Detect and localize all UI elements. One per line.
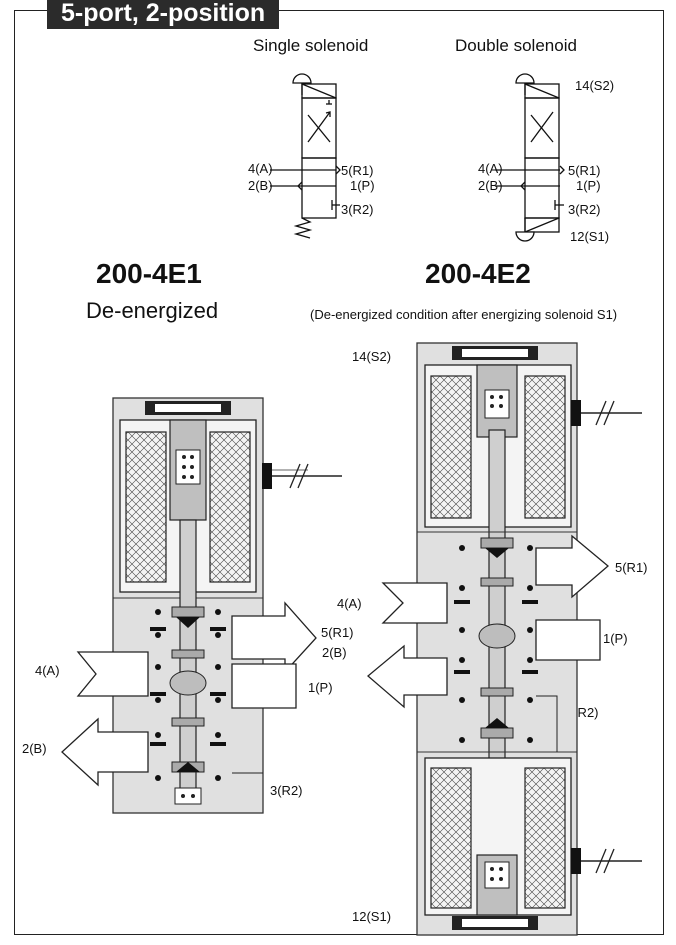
right-valve-cutaway bbox=[366, 342, 642, 936]
left-valve-cutaway bbox=[61, 397, 342, 814]
single-solenoid-symbol bbox=[270, 73, 341, 239]
single-port-p: 1(P) bbox=[350, 178, 375, 193]
left-port-b: 2(B) bbox=[22, 741, 47, 756]
double-port-r1: 5(R1) bbox=[568, 163, 601, 178]
right-port-r1: 5(R1) bbox=[615, 560, 648, 575]
double-port-a: 4(A) bbox=[478, 161, 503, 176]
double-port-s1: 12(S1) bbox=[570, 229, 610, 244]
left-port-a: 4(A) bbox=[35, 663, 60, 678]
right-port-p: 1(P) bbox=[603, 631, 628, 646]
double-port-r2: 3(R2) bbox=[568, 202, 601, 217]
right-state-label: (De-energized condition after energizing… bbox=[310, 307, 618, 322]
left-port-p: 1(P) bbox=[308, 680, 333, 695]
double-port-s2: 14(S2) bbox=[575, 78, 615, 93]
right-port-s2: 14(S2) bbox=[352, 349, 392, 364]
double-port-p: 1(P) bbox=[576, 178, 601, 193]
diagram-frame: 5-port, 2-position bbox=[14, 0, 664, 935]
left-port-r2: 3(R2) bbox=[270, 783, 303, 798]
left-port-r1: 5(R1) bbox=[321, 625, 354, 640]
double-solenoid-symbol bbox=[495, 73, 565, 242]
left-state-label: De-energized bbox=[86, 298, 219, 323]
single-port-r1: 5(R1) bbox=[341, 163, 374, 178]
single-port-b: 2(B) bbox=[248, 178, 273, 193]
right-port-b: 2(B) bbox=[322, 645, 347, 660]
single-port-r2: 3(R2) bbox=[341, 202, 374, 217]
double-port-b: 2(B) bbox=[478, 178, 503, 193]
double-solenoid-title: Double solenoid bbox=[455, 36, 577, 55]
single-solenoid-title: Single solenoid bbox=[253, 36, 369, 55]
right-model-title: 200-4E2 bbox=[425, 258, 531, 289]
left-model-title: 200-4E1 bbox=[96, 258, 202, 289]
right-port-a: 4(A) bbox=[337, 596, 362, 611]
right-port-s1: 12(S1) bbox=[352, 909, 392, 924]
single-port-a: 4(A) bbox=[248, 161, 273, 176]
section-title: 5-port, 2-position bbox=[47, 0, 280, 29]
